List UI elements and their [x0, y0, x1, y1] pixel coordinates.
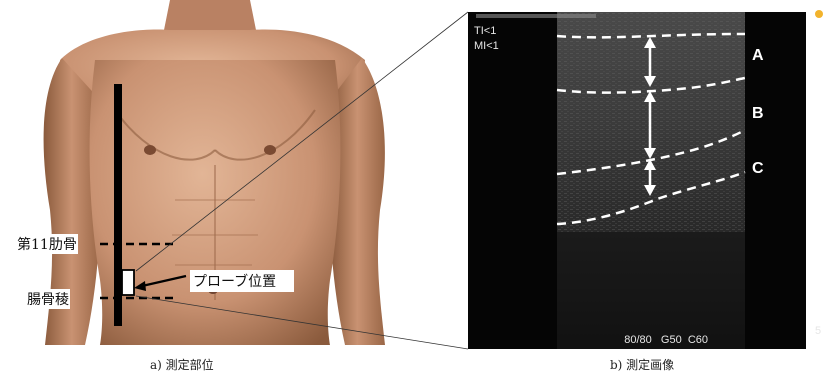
header-info-blur	[476, 14, 596, 18]
torso-illustration	[44, 0, 385, 345]
probe-label: プローブ位置	[193, 273, 276, 290]
right-caption: b) 測定画像	[610, 356, 674, 373]
ultrasound-deep-shadow	[557, 232, 745, 349]
layer-label-a: A	[752, 47, 764, 64]
measurement-ruler-bar	[114, 84, 122, 326]
mi-readout: MI<1	[474, 40, 499, 52]
left-nipple	[144, 145, 156, 155]
rib-label: 第11肋骨	[17, 236, 77, 253]
probe-rectangle-icon	[122, 270, 134, 295]
ultrasound-image: TI<1 MI<1	[468, 10, 823, 349]
settings-readout: 80/80 G50 C60	[624, 334, 708, 346]
layer-label-c: C	[752, 160, 764, 177]
orientation-indicator-dot	[815, 10, 823, 18]
left-caption: a) 測定部位	[150, 356, 214, 373]
layer-label-b: B	[752, 105, 764, 122]
depth-marker: 5	[815, 325, 821, 337]
ti-readout: TI<1	[474, 25, 496, 37]
iliac-label: 腸骨稜	[27, 292, 69, 308]
right-nipple	[264, 145, 276, 155]
